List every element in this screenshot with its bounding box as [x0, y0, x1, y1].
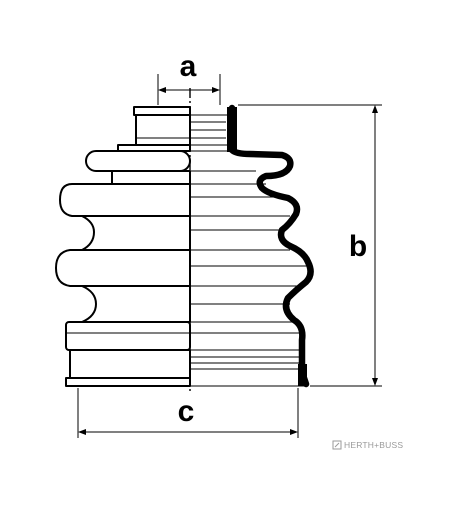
fold-3-valley [81, 285, 191, 323]
lower-body [65, 321, 191, 351]
dimension-c: c [77, 388, 299, 438]
boot-exterior-view [55, 106, 191, 387]
boot-wall-section [228, 104, 314, 388]
fold-2-valley [81, 215, 191, 251]
top-collar [135, 114, 191, 146]
bottom-clamp-seat [298, 364, 307, 386]
bottom-collar [69, 349, 191, 379]
brand-name: HERTH+BUSS [344, 440, 403, 450]
top-clamp-seat [227, 107, 237, 152]
herth-buss-logo-icon [332, 440, 342, 450]
fold-2 [59, 183, 191, 217]
fold-1-valley [111, 170, 191, 185]
dimension-b: b [238, 104, 382, 387]
boot-section-view [190, 104, 314, 388]
dimension-c-label: c [178, 395, 195, 428]
dimension-a-label: a [180, 50, 197, 83]
fold-3 [55, 249, 191, 287]
brand-watermark: HERTH+BUSS [332, 440, 403, 450]
fold-1 [85, 150, 191, 172]
top-collar-rim [133, 106, 191, 116]
dimension-a: a [157, 50, 221, 105]
bottom-collar-rim [65, 377, 191, 387]
dimension-b-label: b [349, 230, 367, 263]
